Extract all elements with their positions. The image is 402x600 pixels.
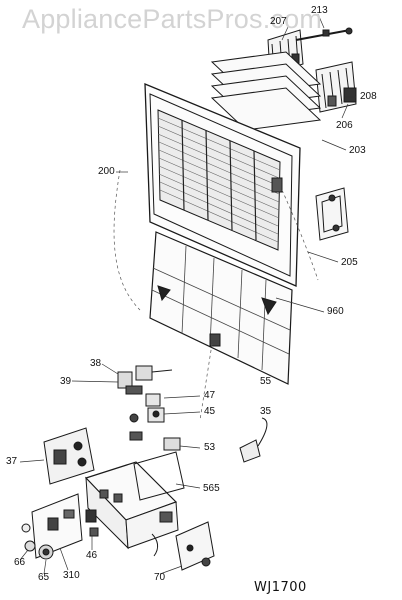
front-panel-200 bbox=[144, 83, 301, 287]
cover-70 bbox=[151, 511, 215, 571]
part-label-38: 38 bbox=[90, 358, 102, 369]
model-code: WJ1700 bbox=[254, 580, 307, 595]
knobs-66-65 bbox=[21, 523, 54, 560]
part-label-960: 960 bbox=[327, 306, 344, 317]
part-label-46: 46 bbox=[86, 550, 98, 561]
part-label-35: 35 bbox=[260, 406, 272, 417]
watermark-text: AppliancePartsPros.com bbox=[22, 4, 323, 34]
control-board-37 bbox=[43, 427, 95, 485]
part-label-37: 37 bbox=[6, 456, 18, 467]
part-label-55: 55 bbox=[260, 376, 272, 387]
part-label-310: 310 bbox=[63, 570, 80, 581]
part-label-53: 53 bbox=[204, 442, 216, 453]
part-47-45 bbox=[129, 393, 165, 423]
part-label-65: 65 bbox=[38, 572, 50, 583]
bracket-205 bbox=[315, 187, 349, 241]
part-53 bbox=[129, 431, 181, 451]
switch-38-39 bbox=[117, 365, 173, 395]
part-label-45: 45 bbox=[204, 406, 216, 417]
part-label-213: 213 bbox=[311, 5, 328, 16]
control-housing-565 bbox=[84, 451, 185, 550]
part-label-203: 203 bbox=[349, 145, 366, 156]
louver-rod-213 bbox=[295, 27, 353, 41]
filter-960 bbox=[149, 231, 293, 385]
part-label-47: 47 bbox=[204, 390, 216, 401]
part-label-39: 39 bbox=[60, 376, 72, 387]
part-label-565: 565 bbox=[203, 483, 220, 494]
part-label-66: 66 bbox=[14, 557, 26, 568]
part-label-207: 207 bbox=[270, 16, 287, 27]
thermostat-35 bbox=[239, 417, 268, 463]
part-label-208: 208 bbox=[360, 91, 377, 102]
part-label-200: 200 bbox=[98, 166, 115, 177]
part-label-205: 205 bbox=[341, 257, 358, 268]
louver-assembly-208-206 bbox=[315, 61, 357, 113]
top-rails bbox=[210, 51, 322, 131]
part-label-206: 206 bbox=[336, 120, 353, 131]
part-label-70: 70 bbox=[154, 572, 166, 583]
front-plate-310 bbox=[31, 493, 83, 559]
part-46 bbox=[85, 509, 99, 537]
